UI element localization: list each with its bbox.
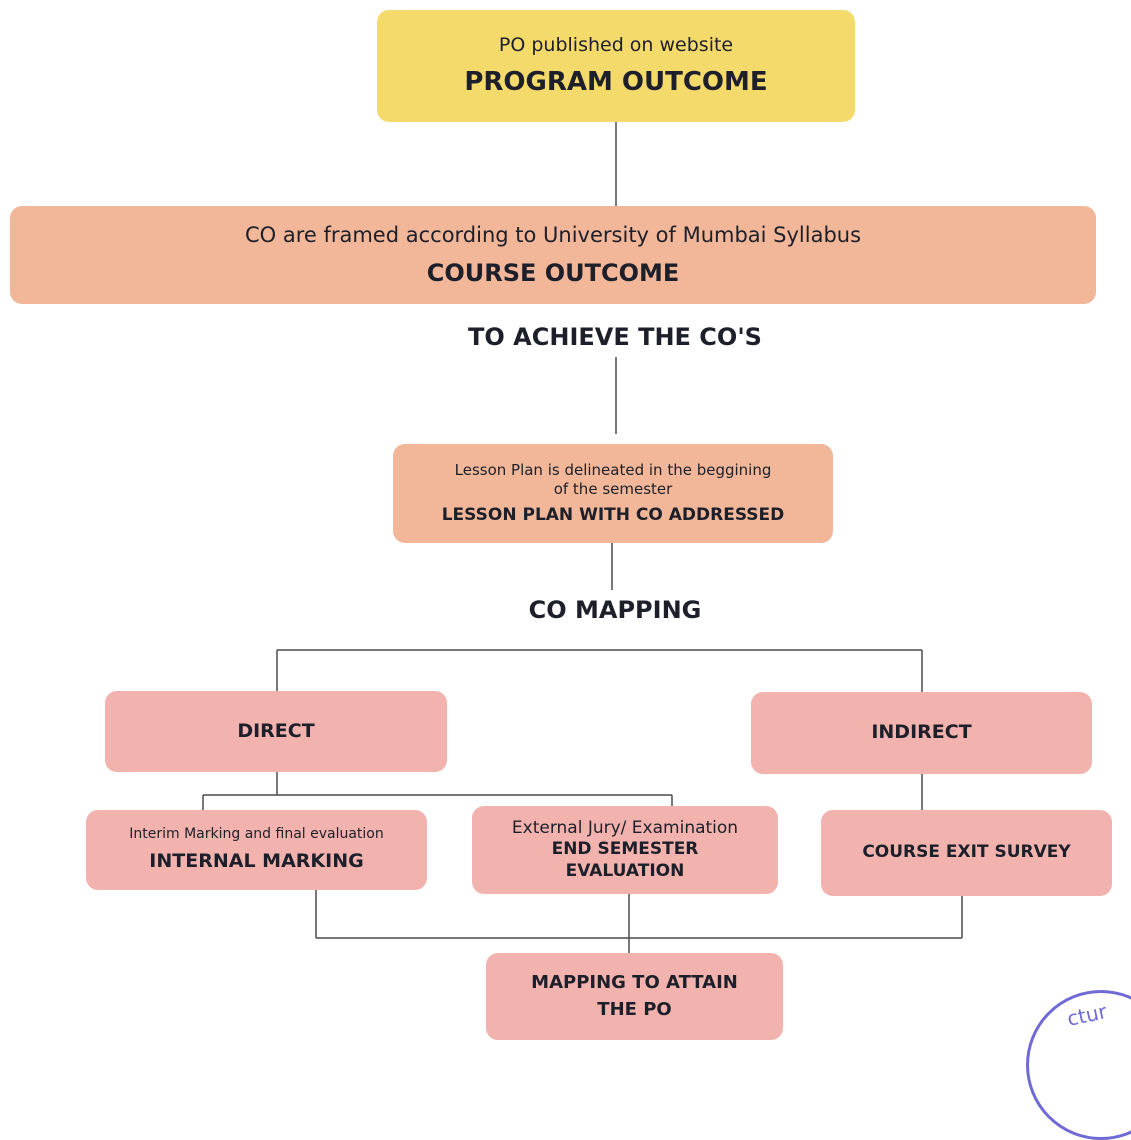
end-semester-title-line2: EVALUATION [565,860,685,881]
direct-box: DIRECT [105,691,447,772]
lesson-plan-subtitle-line2: of the semester [553,479,673,498]
course-outcome-title: COURSE OUTCOME [426,259,680,288]
course-outcome-subtitle: CO are framed according to University of… [244,222,862,247]
program-outcome-box: PO published on website PROGRAM OUTCOME [377,10,855,122]
connector-lines [202,122,963,953]
mapping-to-po-title-line1: MAPPING TO ATTAIN [531,972,738,994]
course-exit-survey-box: COURSE EXIT SURVEY [821,810,1112,896]
direct-title: DIRECT [237,719,315,742]
stamp-text: ctur [1064,999,1109,1031]
lesson-plan-title: LESSON PLAN WITH CO ADDRESSED [441,504,785,525]
end-semester-box: External Jury/ Examination END SEMESTER … [472,806,778,894]
lesson-plan-subtitle-line1: Lesson Plan is delineated in the beggini… [454,461,772,480]
course-exit-survey-title: COURSE EXIT SURVEY [862,842,1071,863]
lesson-plan-box: Lesson Plan is delineated in the beggini… [393,444,833,543]
internal-marking-subtitle: Interim Marking and final evaluation [129,826,384,843]
indirect-title: INDIRECT [871,721,972,744]
mapping-to-po-title-line2: THE PO [597,998,672,1020]
program-outcome-title: PROGRAM OUTCOME [464,66,768,97]
course-outcome-box: CO are framed according to University of… [10,206,1096,304]
achieve-cos-label: TO ACHIEVE THE CO'S [468,323,762,351]
indirect-box: INDIRECT [751,692,1092,774]
mapping-to-po-box: MAPPING TO ATTAIN THE PO [486,953,783,1040]
internal-marking-title: INTERNAL MARKING [149,849,364,872]
co-mapping-label: CO MAPPING [528,596,702,624]
end-semester-title-line1: END SEMESTER [551,839,699,860]
end-semester-subtitle: External Jury/ Examination [511,818,739,839]
internal-marking-box: Interim Marking and final evaluation INT… [86,810,427,890]
program-outcome-subtitle: PO published on website [498,33,734,56]
